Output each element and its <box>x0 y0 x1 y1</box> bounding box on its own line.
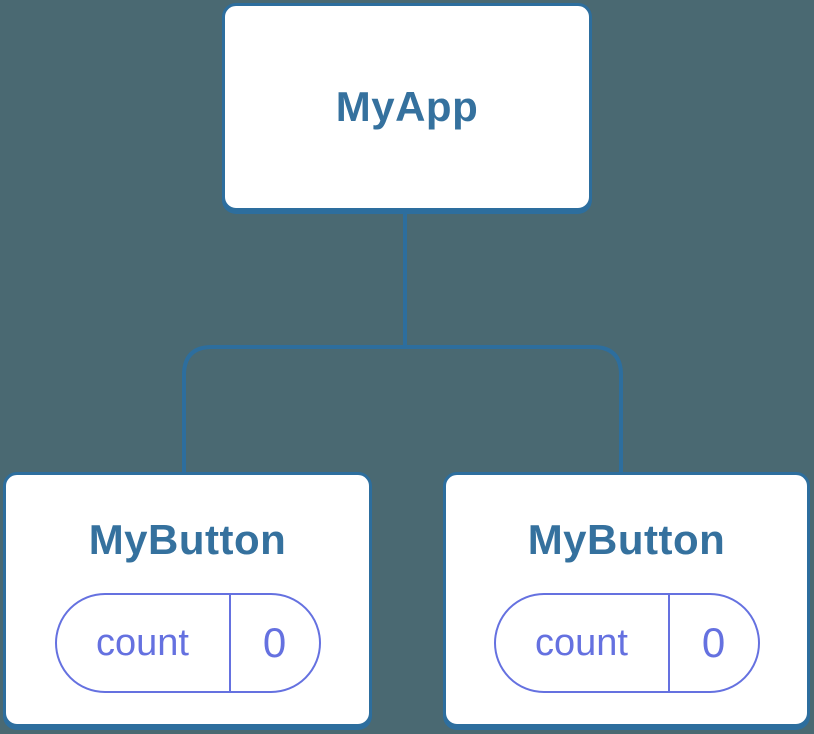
state-pill: count 0 <box>493 593 760 693</box>
component-label: MyButton <box>527 516 726 563</box>
component-node-mybutton-2: MyButton count 0 <box>443 472 810 727</box>
state-pill: count 0 <box>54 593 321 693</box>
children-bracket-line <box>182 345 623 478</box>
state-key: count <box>96 621 189 664</box>
state-key: count <box>535 621 628 664</box>
component-node-mybutton-1: MyButton count 0 <box>3 472 372 727</box>
state-value: 0 <box>701 619 726 666</box>
state-pill-divider <box>667 595 670 691</box>
state-value: 0 <box>262 619 287 666</box>
component-label: MyApp <box>335 83 479 130</box>
state-pill-divider <box>228 595 231 691</box>
component-node-myapp: MyApp <box>222 3 592 211</box>
component-label: MyButton <box>88 516 287 563</box>
